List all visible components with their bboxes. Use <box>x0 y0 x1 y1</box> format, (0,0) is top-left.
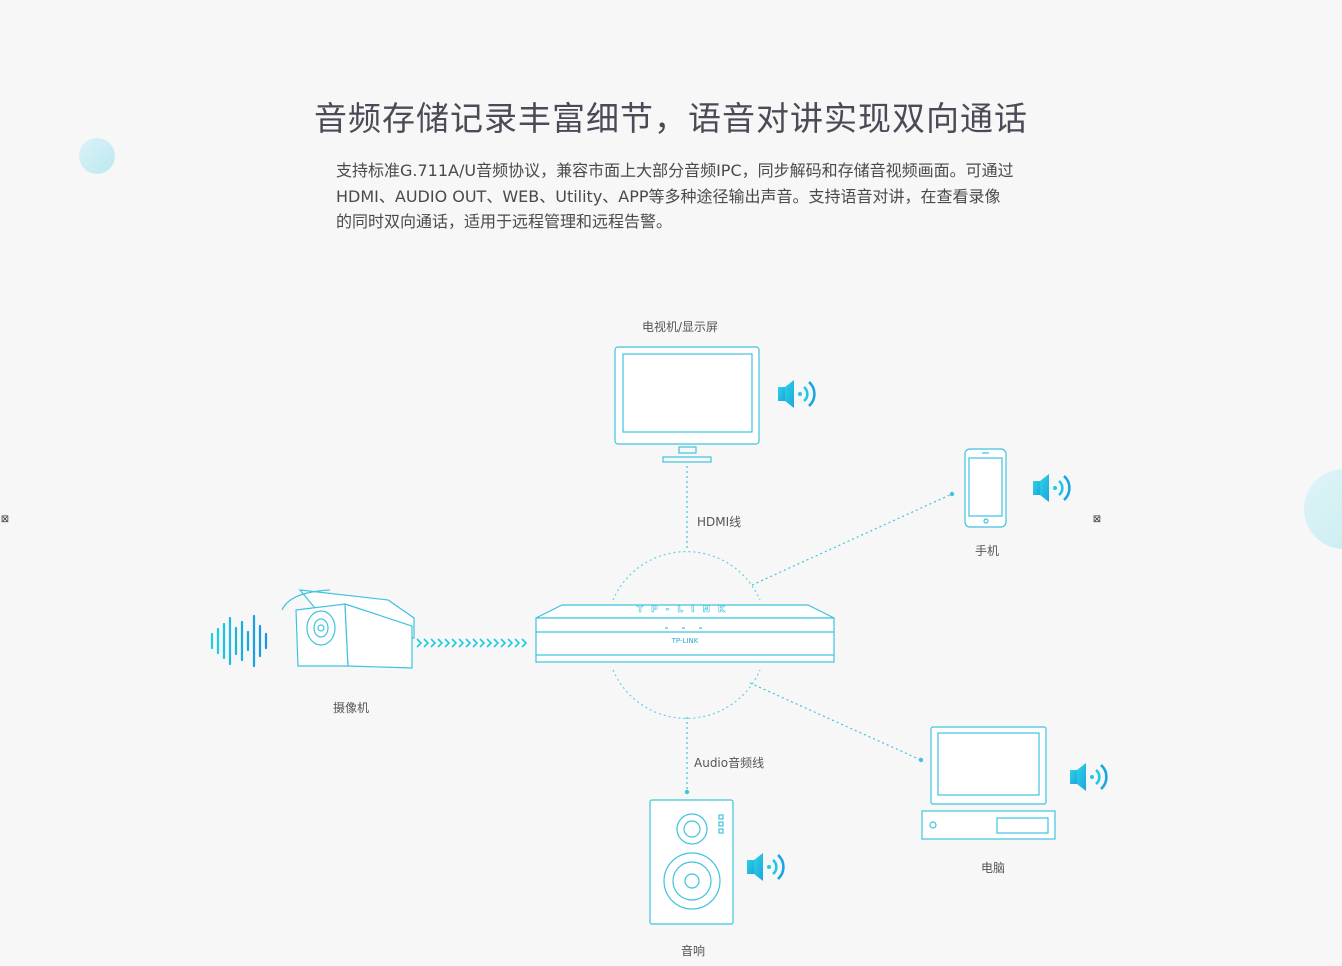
tv-label: 电视机/显示屏 <box>642 320 719 334</box>
tv-monitor-icon <box>614 346 760 463</box>
section-description: 支持标准G.711A/U音频协议，兼容市面上大部分音频IPC，同步解码和存储音视… <box>336 161 1014 231</box>
computer-volume-icon <box>1068 761 1108 793</box>
decorative-circle-left <box>79 138 115 174</box>
camera-stream-arrows <box>416 638 528 648</box>
sound-wave-icon <box>210 614 268 668</box>
speaker-volume-icon <box>745 851 785 883</box>
speaker-box-icon <box>649 799 734 925</box>
phone-label: 手机 <box>975 544 1000 558</box>
camera-label: 摄像机 <box>333 701 370 715</box>
computer-icon <box>921 726 1056 840</box>
coverage-dashed-circle <box>612 550 761 720</box>
phone-icon <box>964 448 1007 528</box>
nvr-top-brand: TP-LINK <box>637 605 733 615</box>
hdmi-cable-label: HDMI线 <box>697 515 742 529</box>
nvr-device <box>535 604 835 663</box>
connection-lines <box>686 466 953 792</box>
tv-volume-icon <box>776 378 816 410</box>
camera-icon <box>281 589 415 669</box>
audio-cable-label: Audio音频线 <box>694 756 765 770</box>
phone-volume-icon <box>1031 472 1071 504</box>
section-heading: 音频存储记录丰富细节，语音对讲实现双向通话 <box>314 99 1028 138</box>
speaker-label: 音响 <box>681 944 706 958</box>
nvr-brand-label: TP-LINK <box>671 637 699 645</box>
next-arrow-icon[interactable]: ⊠ <box>1092 514 1102 525</box>
computer-label: 电脑 <box>981 861 1006 875</box>
prev-arrow-icon[interactable]: ⊠ <box>0 514 10 525</box>
